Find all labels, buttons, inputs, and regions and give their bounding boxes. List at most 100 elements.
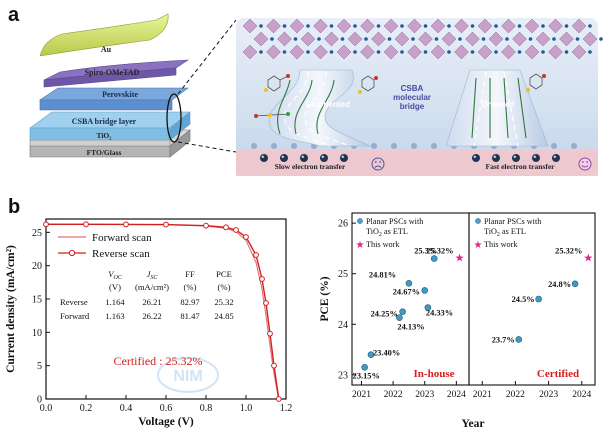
cation-dot — [552, 37, 556, 41]
octahedron — [242, 18, 258, 34]
legend-this-work-inhouse: This work — [366, 240, 400, 249]
pce-point — [535, 295, 542, 303]
y-tick-label: 5 — [37, 361, 42, 372]
cation-dot — [340, 37, 345, 41]
cation-dot — [599, 37, 603, 41]
octahedron — [324, 31, 339, 47]
x-tick-label: 2024 — [447, 390, 466, 400]
pce-legend-certified: Planar PSCs with TiO2 as ETL ★ This work — [474, 217, 542, 251]
electron — [260, 154, 268, 162]
reverse-scan-point — [259, 276, 265, 282]
legend-planar-inhouse-l1: Planar PSCs with — [366, 217, 423, 226]
y-tick-label: 25 — [32, 228, 42, 239]
row-reverse-ff: 82.97 — [180, 297, 200, 307]
octahedron — [360, 18, 375, 34]
cation-dot — [376, 24, 381, 28]
cation-dot — [282, 24, 287, 28]
legend-dot-inhouse — [357, 218, 363, 224]
reverse-scan-point — [243, 234, 249, 240]
octahedron — [289, 18, 305, 34]
cation-dot — [588, 50, 592, 54]
legend-dot-certified — [475, 218, 481, 224]
oriented-label: Oriented — [482, 100, 515, 109]
electron-highlight — [473, 155, 476, 158]
electron — [492, 154, 500, 162]
cation-dot — [259, 50, 263, 54]
x-tick-label: 2023 — [415, 390, 434, 400]
y-tick-label: 26 — [338, 219, 348, 230]
octahedron — [512, 31, 527, 47]
electron — [472, 154, 480, 162]
cation-dot — [564, 50, 569, 54]
this-work-label: 25.32% — [555, 247, 582, 256]
cation-dot — [329, 24, 334, 28]
row-reverse-name: Reverse — [60, 297, 88, 307]
electron-highlight — [281, 155, 284, 158]
cation-dot — [588, 24, 592, 28]
layer-label-tio2: TiO₂ — [96, 131, 112, 140]
octahedron — [418, 31, 433, 47]
octahedron — [524, 44, 540, 60]
cation-dot — [306, 50, 310, 54]
x-tick-label: 0.0 — [40, 403, 53, 414]
pce-point-label: 24.81% — [369, 270, 396, 279]
octahedron — [548, 44, 563, 60]
csba-molecule-center — [358, 75, 378, 94]
pce-point — [367, 351, 375, 358]
csba-bridge-label-3: bridge — [400, 102, 425, 111]
octahedron — [371, 31, 386, 47]
octahedron — [383, 18, 399, 34]
octahedron — [430, 18, 446, 34]
electron — [340, 154, 348, 162]
callout-line-top — [177, 19, 237, 95]
reverse-scan-point — [267, 330, 273, 337]
octahedron — [571, 18, 587, 34]
octahedron — [347, 31, 363, 47]
row-forward-pce: 24.85 — [214, 311, 233, 321]
pce-point — [515, 336, 523, 343]
octahedron — [524, 18, 540, 34]
slow-transfer-label: Slow electron transfer — [275, 162, 346, 171]
x-tick-label: 0.2 — [80, 403, 93, 414]
cation-dot — [541, 50, 545, 54]
th-voc: VOC — [108, 269, 123, 281]
nim-watermark: NIM — [157, 357, 219, 393]
cation-dot — [376, 50, 381, 54]
cation-dot — [470, 24, 475, 28]
octahedron — [465, 31, 480, 47]
highlight-ellipse — [166, 93, 182, 143]
row-forward-jsc: 26.22 — [142, 311, 161, 321]
octahedron — [535, 31, 551, 47]
panel-a-letter: a — [8, 4, 20, 26]
cation-dot — [470, 50, 475, 54]
csba-molecule-left — [264, 74, 290, 92]
cation-dot — [411, 37, 415, 41]
row-forward-ff: 81.47 — [180, 311, 200, 321]
y-tick-label: 23 — [338, 370, 348, 381]
pce-point-label: 23.40% — [373, 349, 400, 358]
y-tick-label: 25 — [338, 269, 348, 280]
panel-b-letter: b — [8, 196, 21, 218]
disoriented-pathway — [268, 69, 371, 147]
reverse-scan-line — [46, 223, 280, 400]
cation-dot — [447, 24, 451, 28]
oriented-pathway — [445, 69, 549, 147]
cation-dot — [259, 24, 263, 28]
pce-point — [361, 363, 368, 371]
unit-voc: (V) — [109, 282, 121, 292]
row-forward-name: Forward — [60, 311, 90, 321]
octahedron — [477, 18, 493, 34]
disoriented-label: Disoriented — [306, 100, 350, 109]
legend-reverse-label: Reverse scan — [92, 248, 150, 260]
cation-dot — [317, 37, 321, 41]
reverse-scan-point — [163, 221, 169, 228]
csba-molecule-lying — [253, 112, 291, 118]
legend-planar-inhouse-l2: TiO2 as ETL — [366, 227, 408, 238]
label-certified: Certified — [537, 368, 579, 380]
this-work-label: 25.32% — [426, 247, 453, 256]
csba-bridge-label-1: CSBA — [401, 84, 424, 93]
electron-highlight — [553, 155, 556, 158]
legend-forward-label: Forward scan — [92, 232, 152, 244]
octahedron — [360, 44, 375, 60]
